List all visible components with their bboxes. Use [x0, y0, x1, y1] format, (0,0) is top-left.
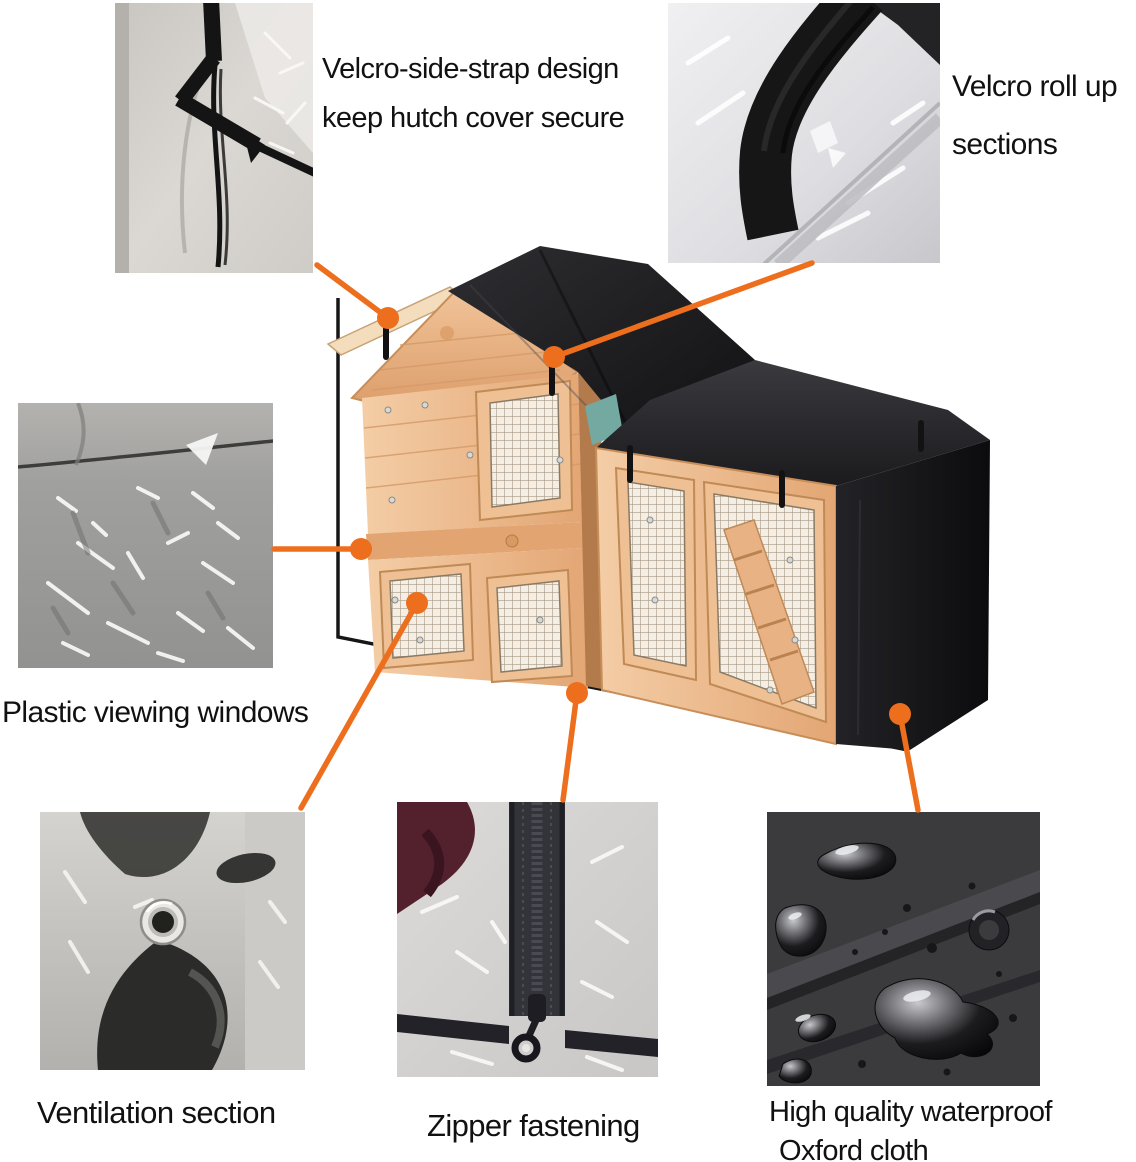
callout-line: keep hutch cover secure — [322, 102, 625, 134]
callout-line: Velcro-side-strap design — [322, 53, 619, 85]
waterproof-cloth-illustration — [767, 812, 1040, 1086]
velcro-side-strap-photo — [115, 3, 313, 273]
velcro-side-strap-illustration — [115, 3, 313, 273]
callout-waterproof-oxford-label: High quality waterproof Oxford cloth — [769, 1093, 1052, 1162]
callout-ventilation-section-label: Ventilation section — [37, 1088, 276, 1137]
velcro-roll-up-illustration — [668, 3, 940, 263]
callout-line: Zipper fastening — [427, 1108, 640, 1143]
velcro-roll-up-photo — [668, 3, 940, 263]
hutch-group — [326, 246, 990, 752]
zipper-fastening-photo — [397, 802, 658, 1077]
callout-velcro-side-strap-label: Velcro-side-strap design keep hutch cove… — [322, 45, 625, 143]
callout-velcro-roll-up-label: Velcro roll up sections — [952, 58, 1118, 174]
callout-connectors — [271, 260, 921, 813]
callout-line: Oxford cloth — [779, 1135, 929, 1162]
plastic-viewing-window-photo — [18, 403, 273, 668]
callout-zipper-fastening-label: Zipper fastening — [427, 1101, 640, 1150]
callout-line: Plastic viewing windows — [2, 696, 309, 729]
waterproof-oxford-cloth-photo — [767, 812, 1040, 1086]
callout-line: Velcro roll up — [952, 70, 1118, 103]
callout-line: sections — [952, 128, 1058, 161]
callout-line: High quality waterproof — [769, 1096, 1052, 1128]
ventilation-grommet-photo — [40, 812, 305, 1070]
ventilation-grommet-illustration — [40, 812, 305, 1070]
zipper-illustration — [397, 802, 658, 1077]
callout-line: Ventilation section — [37, 1095, 276, 1130]
plastic-window-illustration — [18, 403, 273, 668]
callout-plastic-viewing-windows-label: Plastic viewing windows — [2, 688, 309, 737]
